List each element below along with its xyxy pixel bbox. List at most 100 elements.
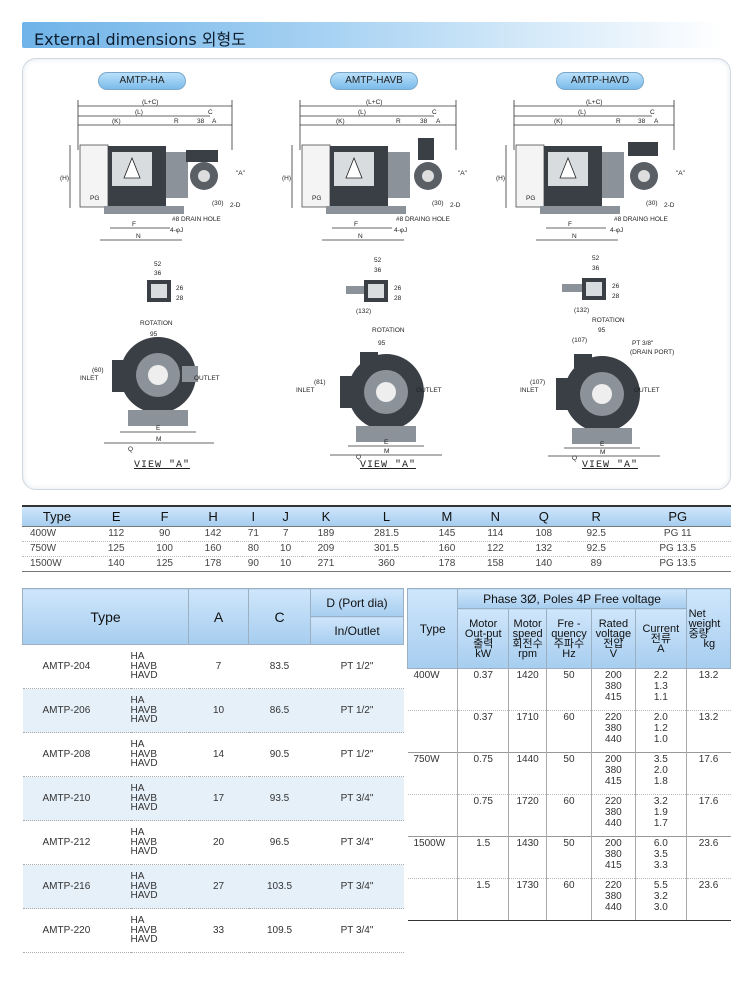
svg-text:Q: Q	[356, 454, 361, 461]
svg-text:R: R	[396, 118, 401, 125]
svg-text:2-D: 2-D	[450, 202, 461, 209]
svg-text:38: 38	[420, 118, 428, 125]
view-label-havd: VIEW "A"	[582, 460, 639, 471]
svg-text:E: E	[384, 439, 389, 446]
section-header: External dimensions 외형도	[22, 22, 722, 49]
dimension-drawings: (L+C) (L) (K) R C 38 A (H) PG (30) 2-D "…	[60, 99, 686, 462]
svg-text:"A": "A"	[236, 170, 246, 177]
electrical-table: Type Phase 3Ø, Poles 4P Free voltage Net…	[406, 588, 732, 921]
svg-text:95: 95	[378, 340, 386, 347]
svg-text:ROTATION: ROTATION	[592, 317, 625, 324]
svg-text:Q: Q	[128, 446, 133, 453]
svg-text:INLET: INLET	[296, 387, 314, 394]
svg-text:Q: Q	[572, 455, 577, 462]
svg-text:52: 52	[374, 257, 382, 264]
drawing-ha-front: ROTATION 95 INLET OUTLET (60) E M Q	[80, 320, 220, 453]
svg-text:E: E	[156, 425, 161, 432]
svg-text:PG: PG	[90, 195, 99, 202]
svg-text:(30): (30)	[212, 200, 224, 207]
dimension-table-header: Type E F H I J K L M N Q R PG	[22, 505, 731, 527]
svg-text:M: M	[156, 436, 161, 443]
svg-text:95: 95	[150, 331, 158, 338]
svg-text:C: C	[432, 109, 437, 116]
svg-text:28: 28	[394, 295, 402, 302]
svg-text:2-D: 2-D	[230, 202, 241, 209]
table-row: 400W 112 90 142 71 7 189 281.5 145 114 1…	[22, 526, 731, 542]
svg-text:(L): (L)	[358, 109, 366, 116]
dim-k: (K)	[112, 118, 121, 125]
svg-text:(30): (30)	[646, 200, 658, 207]
svg-text:(107): (107)	[572, 337, 587, 344]
table-row: 750W 125 100 160 80 10 209 301.5 160 122…	[22, 541, 731, 557]
svg-text:(H): (H)	[496, 175, 505, 182]
svg-text:F: F	[568, 221, 572, 228]
svg-text:C: C	[650, 109, 655, 116]
svg-text:(L): (L)	[578, 109, 586, 116]
svg-text:(81): (81)	[314, 379, 326, 386]
svg-text:INLET: INLET	[520, 387, 538, 394]
svg-text:PG: PG	[526, 195, 535, 202]
svg-text:(60): (60)	[92, 367, 104, 374]
svg-text:"A": "A"	[676, 170, 686, 177]
svg-text:N: N	[572, 233, 577, 240]
section-title: External dimensions 외형도	[34, 30, 246, 49]
svg-text:36: 36	[374, 267, 382, 274]
svg-text:ROTATION: ROTATION	[140, 320, 173, 327]
drawing-havb-front: ROTATION 95 INLET OUTLET (81) E M Q	[296, 327, 442, 461]
svg-text:C: C	[208, 109, 213, 116]
svg-text:(DRAIN PORT): (DRAIN PORT)	[630, 349, 674, 356]
dimension-table: Type E F H I J K L M N Q R PG 400W 112 9…	[22, 505, 731, 572]
model-table: Type A C D (Port dia) In/Outlet AMTP-204…	[22, 588, 404, 953]
svg-text:(132): (132)	[574, 307, 589, 314]
svg-text:N: N	[136, 233, 141, 240]
svg-text:(K): (K)	[336, 118, 345, 125]
svg-text:(30): (30)	[432, 200, 444, 207]
svg-text:ROTATION: ROTATION	[372, 327, 405, 334]
svg-text:#8 DRAING HOLE: #8 DRAING HOLE	[396, 216, 450, 223]
svg-text:(H): (H)	[282, 175, 291, 182]
label-amtp-ha: AMTP-HA	[98, 72, 186, 90]
svg-text:OUTLET: OUTLET	[416, 387, 442, 394]
svg-text:PT 3/8": PT 3/8"	[632, 340, 654, 347]
svg-text:(H): (H)	[60, 175, 69, 182]
svg-text:28: 28	[612, 293, 620, 300]
svg-text:26: 26	[176, 285, 184, 292]
svg-text:A: A	[654, 118, 659, 125]
svg-text:A: A	[436, 118, 441, 125]
svg-text:M: M	[600, 449, 605, 456]
drawing-havb-side: (L+C) (L) (K) R C 38 A (H) PG (30) 2-D "…	[282, 99, 468, 241]
svg-text:26: 26	[394, 285, 402, 292]
svg-text:INLET: INLET	[80, 375, 98, 382]
view-label-havb: VIEW "A"	[360, 460, 417, 471]
svg-text:R: R	[616, 118, 621, 125]
svg-text:52: 52	[154, 261, 162, 268]
svg-text:(132): (132)	[356, 308, 371, 315]
svg-text:28: 28	[176, 295, 184, 302]
svg-text:(107): (107)	[530, 379, 545, 386]
svg-text:26: 26	[612, 283, 620, 290]
drawing-havd-side: (L+C) (L) (K) R C 38 A (H) PG (30) 2-D "…	[496, 99, 686, 241]
label-amtp-havb: AMTP-HAVB	[330, 72, 418, 90]
svg-text:4-φJ: 4-φJ	[610, 227, 623, 234]
svg-text:(K): (K)	[554, 118, 563, 125]
svg-text:N: N	[358, 233, 363, 240]
svg-text:A: A	[212, 118, 217, 125]
svg-text:52: 52	[592, 255, 600, 262]
svg-text:PG: PG	[312, 195, 321, 202]
svg-text:(L+C): (L+C)	[366, 99, 382, 106]
dim-l: (L)	[135, 109, 143, 116]
dim-lc: (L+C)	[142, 99, 158, 106]
svg-text:OUTLET: OUTLET	[194, 375, 220, 382]
